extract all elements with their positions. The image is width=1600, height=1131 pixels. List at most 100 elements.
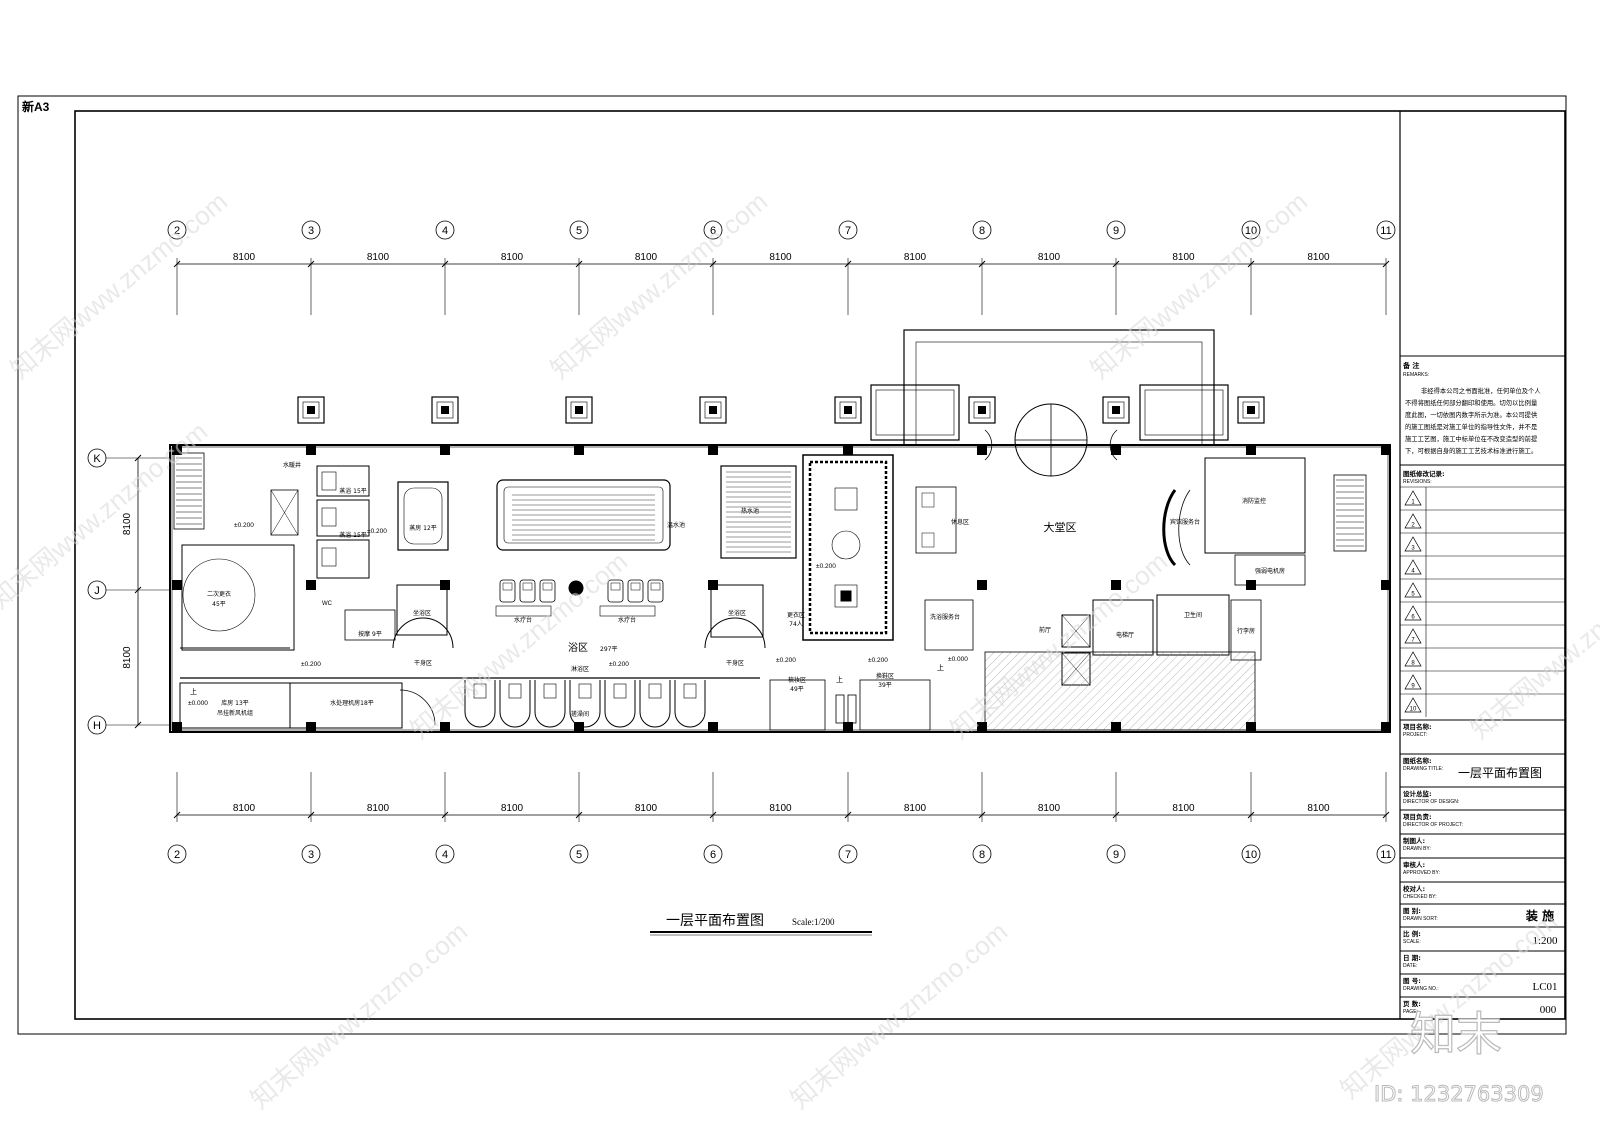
bottom-grid-label-7: 7	[845, 849, 851, 861]
label-water-room: 水处理机房18平	[330, 699, 374, 707]
top-grid-label-7: 7	[845, 225, 851, 237]
elev-mark-2: ±0.200	[367, 528, 387, 535]
bottom-grid-bubble	[435, 844, 455, 864]
revision-number: 7	[1411, 638, 1415, 644]
exterior-column-cap	[834, 396, 862, 424]
project-director-label-en: DIRECTOR OF PROJECT:	[1403, 822, 1463, 828]
top-dimension-2: 8100	[367, 252, 390, 263]
label-exit-mid: 上	[836, 675, 843, 684]
bottom-dimension-7: 8100	[1038, 803, 1061, 814]
room-makeup	[769, 679, 826, 731]
project-label-en: PROJECT:	[1403, 732, 1427, 738]
watermark-text-5: 知末网www.znzmo.com	[405, 546, 633, 744]
top-dimension-7: 8100	[1038, 252, 1061, 263]
label-front-desk: 宾馆服务台	[1170, 518, 1200, 526]
room-foot-area-right	[710, 584, 764, 638]
label-exit-left: 上	[190, 687, 197, 696]
room-sauna	[397, 481, 449, 551]
scrub-bed	[499, 579, 516, 603]
canopy-planter-left	[870, 384, 960, 441]
date-label-en: DATE:	[1403, 963, 1417, 969]
column	[1111, 722, 1121, 732]
revision-number: 5	[1411, 592, 1415, 598]
column	[440, 580, 450, 590]
column	[172, 445, 182, 455]
column	[1246, 722, 1256, 732]
bottom-grid-bubble	[972, 844, 992, 864]
column	[1381, 722, 1391, 732]
page-value: 000	[1540, 1004, 1557, 1016]
label-foot-area-2: 坐浴区	[728, 609, 746, 617]
column	[1111, 580, 1121, 590]
label-corridor: 前厅	[1039, 626, 1051, 634]
column	[1246, 580, 1256, 590]
label-changing-area: 更衣区	[787, 611, 805, 619]
bottom-grid-label-5: 5	[576, 849, 582, 861]
hot-pool	[496, 479, 671, 551]
top-grid-label-2: 2	[174, 225, 180, 237]
label-steam-1: 蒸浴 15平	[339, 487, 367, 495]
label-fire-control: 消防监控	[1242, 497, 1266, 505]
room-steam-3	[316, 539, 370, 579]
label-elevator-hall: 电梯厅	[1116, 631, 1134, 639]
label-service-desk: 洗浴服务台	[930, 613, 960, 621]
label-scrub-bed-2: 水疗台	[618, 616, 636, 624]
bottom-grid-bubble	[569, 844, 589, 864]
drawing-title: 一层平面布置图	[666, 913, 764, 929]
column	[440, 722, 450, 732]
elevator-1	[1061, 614, 1091, 648]
sheet-size-label: 新A3	[22, 99, 50, 114]
bottom-dimension-3: 8100	[501, 803, 524, 814]
column-caps	[297, 396, 1265, 424]
label-wash-pool: 热水池	[741, 507, 759, 515]
column	[1111, 445, 1121, 455]
top-grid-bubble	[1106, 220, 1126, 240]
label-sauna: 蒸房 12平	[409, 524, 437, 532]
bottom-grid-bubble	[1376, 844, 1396, 864]
cold-pool	[720, 465, 797, 559]
bottom-dimension-6: 8100	[904, 803, 927, 814]
checked-by-label: 校对人:	[1403, 884, 1425, 893]
bottom-dimension-1: 8100	[233, 803, 256, 814]
elev-mark-3: ±0.200	[301, 661, 321, 668]
top-grid-label-6: 6	[710, 225, 716, 237]
bottom-grid-label-10: 10	[1245, 849, 1257, 861]
bottom-grid-label-9: 9	[1113, 849, 1119, 861]
shower-cubicle	[569, 680, 601, 728]
label-rubbing-room: 搓澡间	[571, 710, 589, 718]
bottom-grid-bubble	[703, 844, 723, 864]
label-power-room: 强弱电机房	[1255, 567, 1285, 575]
label-changing-capacity: 74人	[789, 621, 803, 628]
label-bath-area: 浴区	[568, 642, 588, 654]
scrub-bed	[627, 579, 644, 603]
revision-triangle-icon	[1404, 536, 1422, 552]
revision-number: 9	[1411, 684, 1415, 690]
row-grid-label-K: K	[93, 453, 101, 465]
revision-number: 3	[1411, 546, 1415, 552]
top-grid-bubble	[1241, 220, 1261, 240]
elev-mark-6: ±0.200	[776, 657, 796, 664]
room-massage	[344, 609, 396, 641]
remarks-line-1: 非经得本公司之书面批准，任何单位及个人	[1421, 386, 1541, 395]
sort-label: 图 别:	[1403, 906, 1421, 915]
label-water-well: 水暖井	[283, 461, 301, 469]
column	[977, 580, 987, 590]
label-dry-area-1: 干身区	[414, 659, 432, 667]
scale-value: 1:200	[1532, 935, 1558, 947]
bottom-grid-label-6: 6	[710, 849, 716, 861]
bottom-dimension-2: 8100	[367, 803, 390, 814]
sort-value: 装 施	[1525, 908, 1554, 923]
elev-mark-4: ±0.200	[609, 661, 629, 668]
drawing-number-label-en: DRAWING NO.:	[1403, 986, 1439, 992]
top-dimension-4: 8100	[635, 252, 658, 263]
revision-triangle-icon	[1404, 490, 1422, 506]
row-grid-bubble	[87, 580, 107, 600]
column	[306, 722, 316, 732]
top-dimension-6: 8100	[904, 252, 927, 263]
elev-mark-5: ±0.200	[816, 563, 836, 570]
shower-cubicle	[534, 680, 566, 728]
revisions-label-en: REVISIONS:	[1403, 479, 1432, 485]
column	[708, 445, 718, 455]
